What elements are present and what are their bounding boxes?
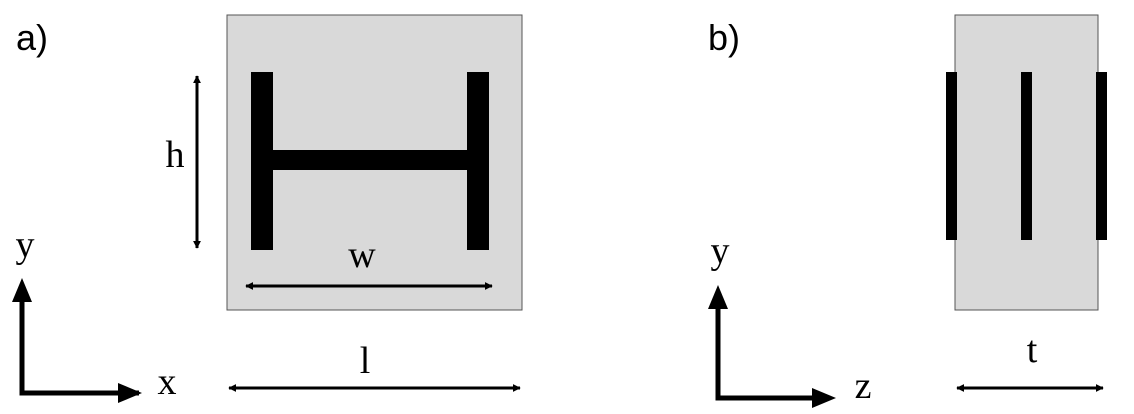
z-axis-arrowhead-b xyxy=(812,388,836,408)
width-label: w xyxy=(348,234,376,276)
thickness-label: t xyxy=(1027,329,1038,371)
panel-a: a) h w l y x xyxy=(12,14,523,403)
y-axis-arrowhead-b xyxy=(708,285,728,309)
length-label: l xyxy=(360,340,371,382)
panel-b-label: b) xyxy=(708,17,740,58)
axis-y-label-b: y xyxy=(711,230,730,272)
axis-z-label: z xyxy=(855,365,872,407)
axes-b-lines xyxy=(715,292,830,401)
axes-b: y z xyxy=(708,230,871,408)
y-axis-arrowhead-a xyxy=(12,278,32,302)
x-axis-arrowhead-a xyxy=(118,383,142,403)
metal-layer-middle xyxy=(1021,72,1032,240)
height-label: h xyxy=(166,134,185,176)
h-left-bar xyxy=(251,72,273,250)
h-shaped-resonator xyxy=(251,72,489,250)
axes-a: y x xyxy=(12,224,177,403)
h-right-bar xyxy=(467,72,489,250)
panel-b: b) t y z xyxy=(708,14,1107,408)
axis-x-label: x xyxy=(158,361,177,403)
axes-a-lines xyxy=(19,285,139,396)
metal-layer-right xyxy=(1096,72,1107,240)
h-crossbar xyxy=(273,150,467,170)
panel-a-label: a) xyxy=(16,17,48,58)
metal-layer-left xyxy=(946,72,957,240)
axis-y-label-a: y xyxy=(16,224,35,266)
